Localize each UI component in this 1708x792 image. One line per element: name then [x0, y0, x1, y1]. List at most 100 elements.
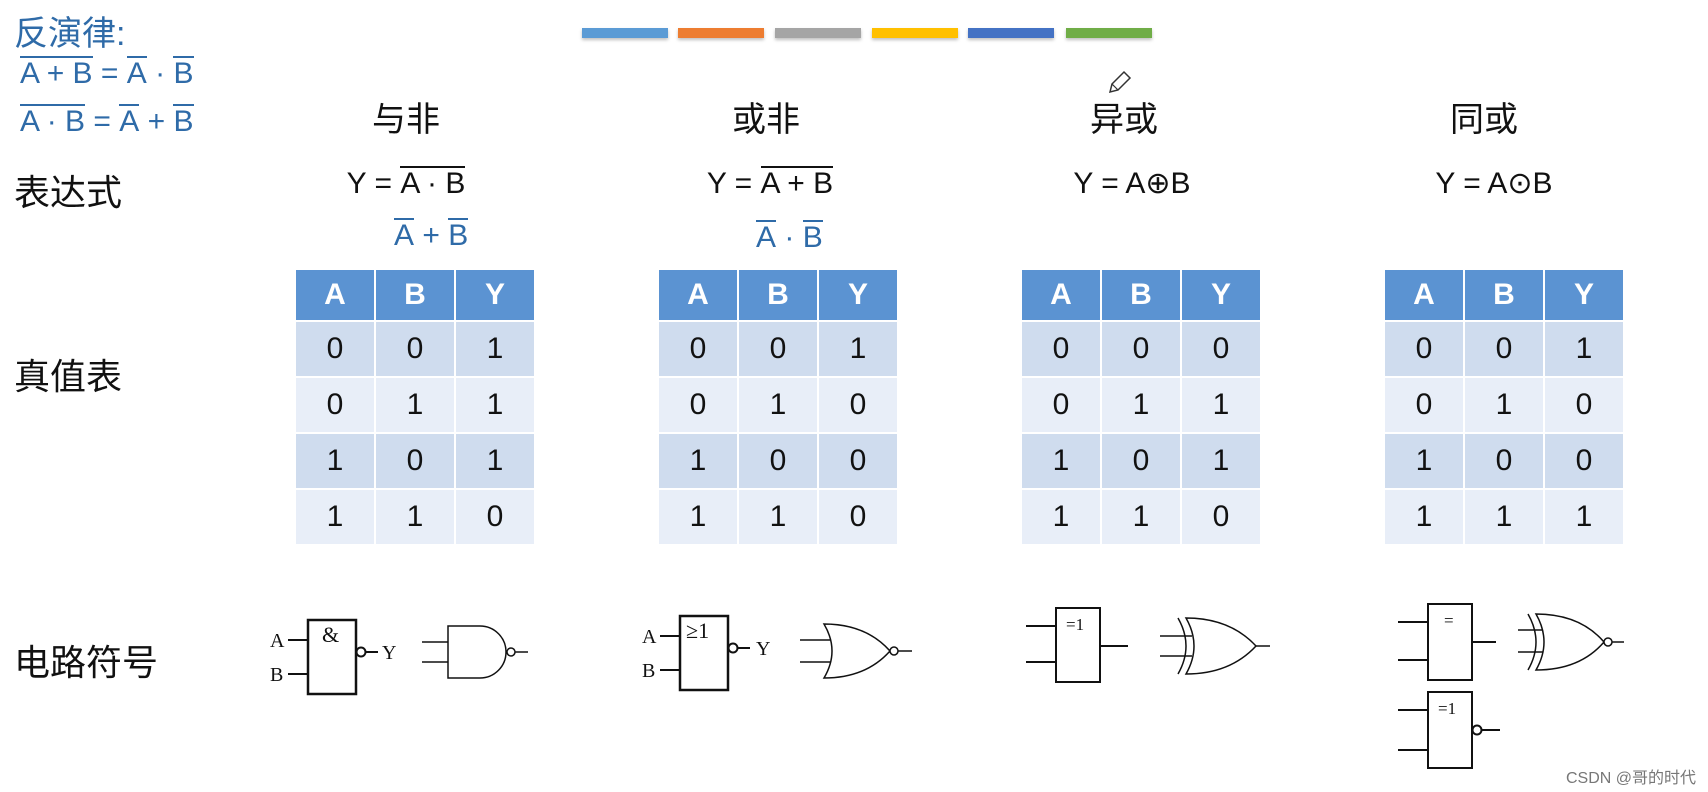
table-cell: 1 — [659, 434, 737, 488]
expr-nand-over: A · B — [400, 166, 466, 200]
expr-nand: Y = A · B — [286, 166, 526, 201]
alt-nand-a: A — [394, 218, 415, 252]
table-cell: 1 — [1465, 378, 1543, 432]
law-2-plus: + — [147, 105, 166, 138]
colorbar-segment-6 — [1066, 28, 1152, 38]
table-cell: 0 — [1545, 378, 1623, 432]
expr-nor-over: A + B — [760, 166, 834, 200]
law-2-lhs: A · B — [20, 104, 86, 138]
gate-title-nand: 与非 — [372, 101, 440, 139]
table-cell: 1 — [1385, 490, 1463, 544]
gate-title-nor: 或非 — [732, 101, 800, 139]
row-label-symbol: 电路符号 — [14, 642, 159, 683]
alt-expr-nand: A + B — [394, 218, 469, 253]
table-cell: 0 — [456, 490, 534, 544]
table-cell: 0 — [819, 434, 897, 488]
nor-box-label: ≥1 — [686, 618, 709, 643]
table-cell: 1 — [1385, 434, 1463, 488]
expr-nor-prefix: Y = — [706, 167, 753, 200]
xnor-box-label: = — [1444, 611, 1454, 630]
gate-title-xnor: 同或 — [1450, 101, 1518, 139]
table-cell: 0 — [1022, 378, 1100, 432]
law-1-dot: · — [155, 57, 166, 90]
table-cell: 1 — [456, 322, 534, 376]
nand-gate-symbol: & A B Y — [270, 618, 528, 696]
colorbar-segment-4 — [872, 28, 958, 38]
alt-nor-b: B — [802, 220, 823, 254]
table-cell: 0 — [1385, 378, 1463, 432]
law-2-a: A — [119, 104, 140, 138]
law-1-a: A — [126, 56, 147, 90]
xor-ansi-shape — [1160, 617, 1270, 675]
table-header-cell: B — [739, 270, 817, 320]
table-header-cell: B — [1465, 270, 1543, 320]
table-cell: 1 — [739, 490, 817, 544]
table-cell: 0 — [1465, 434, 1543, 488]
table-cell: 1 — [1545, 490, 1623, 544]
credit-watermark: CSDN @哥的时代 — [1565, 770, 1696, 787]
law-1-b: B — [173, 56, 194, 90]
expr-xnor: Y = A⊙B — [1435, 167, 1553, 200]
colorbar-segment-3 — [775, 28, 861, 38]
alt-nor-a: A — [756, 220, 777, 254]
table-cell: 0 — [1182, 322, 1260, 376]
nor-input-a-label: A — [642, 626, 657, 648]
table-cell: 1 — [819, 322, 897, 376]
table-cell: 0 — [1102, 322, 1180, 376]
law-2-b: B — [173, 104, 194, 138]
gate-title-xor: 异或 — [1090, 101, 1158, 139]
row-label-expression: 表达式 — [14, 172, 123, 213]
table-cell: 0 — [296, 322, 374, 376]
pencil-icon — [1108, 70, 1132, 94]
table-cell: 0 — [376, 434, 454, 488]
colorbar-segment-2 — [678, 28, 764, 38]
nand-input-b-label: B — [270, 664, 283, 686]
table-cell: 1 — [1465, 490, 1543, 544]
table-cell: 1 — [1182, 434, 1260, 488]
xnor-gate-symbol: = — [1398, 603, 1624, 681]
alt-nor-op: · — [784, 221, 795, 254]
table-header-cell: Y — [1545, 270, 1623, 320]
table-header-cell: Y — [819, 270, 897, 320]
nor-ansi-shape — [800, 623, 912, 679]
alt-nand-op: + — [422, 219, 440, 252]
table-cell: 0 — [1022, 322, 1100, 376]
xor-box-label: =1 — [1066, 615, 1084, 634]
table-cell: 1 — [1182, 378, 1260, 432]
table-header-cell: A — [1022, 270, 1100, 320]
table-cell: 1 — [1102, 490, 1180, 544]
table-header-cell: A — [1385, 270, 1463, 320]
table-header-cell: A — [296, 270, 374, 320]
nor-input-b-label: B — [642, 660, 655, 682]
table-cell: 0 — [1385, 322, 1463, 376]
table-cell: 0 — [659, 378, 737, 432]
table-cell: 1 — [376, 378, 454, 432]
table-cell: 1 — [376, 490, 454, 544]
table-cell: 0 — [1102, 434, 1180, 488]
expr-xor: Y = A⊕B — [1073, 167, 1191, 200]
table-header-cell: Y — [1182, 270, 1260, 320]
colorbar-segment-5 — [968, 28, 1054, 38]
table-cell: 1 — [456, 378, 534, 432]
table-cell: 0 — [739, 434, 817, 488]
table-cell: 0 — [659, 322, 737, 376]
colorbar-segment-1 — [582, 28, 668, 38]
table-header-cell: B — [1102, 270, 1180, 320]
xnor-ansi-shape — [1518, 613, 1624, 671]
table-header-cell: A — [659, 270, 737, 320]
